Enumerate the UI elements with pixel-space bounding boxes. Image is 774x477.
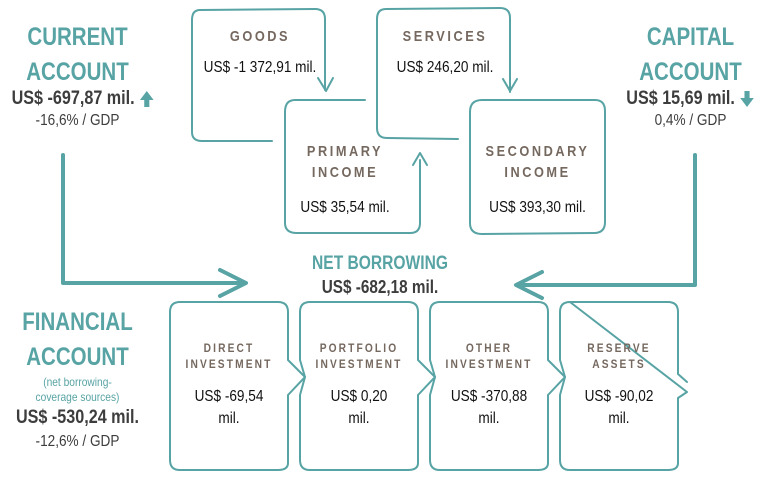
services-value: US$ 246,20 mil. — [396, 59, 494, 76]
portfolio-investment-value-line2: mil. — [348, 410, 370, 427]
services-box — [385, 7, 511, 93]
portfolio-investment-box — [299, 301, 436, 471]
current-account-value-row: US$ -697,87 mil. — [11, 88, 154, 110]
secondary-income-label-line2: INCOME — [504, 164, 571, 181]
services-arrow-head — [502, 78, 518, 92]
financial-account-gdp: -12,6% / GDP — [35, 433, 120, 450]
net-borrowing-block: NET BORROWING US$ -682,18 mil. — [290, 252, 470, 298]
secondary-income-value: US$ 393,30 mil. — [489, 199, 586, 216]
current-account-flow-arrow — [61, 153, 246, 285]
capital-account-block: CAPITAL ACCOUNT US$ 15,69 mil. 0,4% / GD… — [613, 20, 768, 130]
direct-investment-label-line1: DIRECT — [203, 341, 255, 355]
reserve-assets-label-line2: ASSETS — [592, 357, 646, 371]
current-account-title-line1: CURRENT — [27, 23, 128, 51]
portfolio-investment-value-line1: US$ 0,20 — [330, 388, 388, 405]
goods-card: GOODS US$ -1 372,91 mil. — [185, 26, 335, 77]
financial-account-subtitle-line2: coverage sources) — [35, 390, 120, 404]
reserve-assets-card: RESERVE ASSETS US$ -90,02 mil. — [560, 340, 678, 430]
direct-investment-value-line2: mil. — [218, 410, 240, 427]
primary-arrow-head — [412, 152, 428, 166]
goods-box — [191, 9, 273, 142]
financial-account-block: FINANCIAL ACCOUNT (net borrowing- covera… — [0, 305, 155, 451]
goods-box-right — [199, 8, 326, 91]
secondary-income-box — [469, 99, 606, 235]
capital-account-title-line1: CAPITAL — [646, 23, 735, 51]
direct-investment-label-line2: INVESTMENT — [185, 357, 273, 371]
capital-account-flow-arrow — [516, 153, 697, 287]
current-account-gdp: -16,6% / GDP — [35, 112, 120, 129]
current-account-value: US$ -697,87 mil. — [11, 88, 135, 109]
primary-income-value: US$ 35,54 mil. — [300, 199, 390, 216]
reserve-assets-value-line1: US$ -90,02 — [584, 388, 654, 405]
financial-account-subtitle-line1: (net borrowing- — [43, 375, 112, 389]
primary-income-card: PRIMARY INCOME US$ 35,54 mil. — [285, 141, 405, 217]
primary-income-label-line1: PRIMARY — [306, 143, 384, 160]
goods-value: US$ -1 372,91 mil. — [203, 59, 317, 76]
capital-account-gdp: 0,4% / GDP — [654, 112, 727, 129]
other-investment-box — [429, 301, 566, 471]
capital-account-title-line2: ACCOUNT — [639, 58, 742, 86]
services-box-left — [376, 8, 459, 140]
financial-account-title-line1: FINANCIAL — [22, 308, 133, 336]
current-account-arrow-head — [218, 268, 248, 298]
goods-label: GOODS — [229, 28, 291, 45]
financial-account-value: US$ -530,24 mil. — [15, 407, 139, 428]
primary-income-box — [284, 99, 421, 234]
services-label: SERVICES — [402, 28, 488, 45]
net-borrowing-value: US$ -682,18 mil. — [321, 277, 439, 297]
secondary-income-card: SECONDARY INCOME US$ 393,30 mil. — [470, 141, 605, 217]
direct-investment-card: DIRECT INVESTMENT US$ -69,54 mil. — [170, 340, 288, 430]
net-borrowing-label: NET BORROWING — [312, 253, 448, 274]
reserve-assets-label-line1: RESERVE — [587, 341, 651, 355]
arrow-up-icon — [139, 90, 154, 107]
direct-investment-value-line1: US$ -69,54 — [194, 388, 264, 405]
portfolio-investment-label-line1: PORTFOLIO — [319, 341, 399, 355]
arrow-down-icon — [740, 90, 754, 107]
current-account-block: CURRENT ACCOUNT US$ -697,87 mil. -16,6% … — [0, 20, 155, 130]
other-investment-card: OTHER INVESTMENT US$ -370,88 mil. — [430, 340, 548, 430]
reserve-assets-box — [559, 301, 688, 471]
reserve-assets-value-line2: mil. — [608, 410, 630, 427]
financial-account-title-line2: ACCOUNT — [26, 343, 129, 371]
secondary-income-label-line1: SECONDARY — [485, 143, 590, 160]
capital-account-value-row: US$ 15,69 mil. — [625, 88, 757, 110]
other-investment-value-line1: US$ -370,88 — [450, 388, 528, 405]
portfolio-investment-card: PORTFOLIO INVESTMENT US$ 0,20 mil. — [300, 340, 418, 430]
other-investment-value-line2: mil. — [478, 410, 500, 427]
portfolio-investment-label-line2: INVESTMENT — [315, 357, 403, 371]
capital-account-value: US$ 15,69 mil. — [626, 88, 735, 109]
other-investment-label-line1: OTHER — [465, 341, 513, 355]
direct-investment-box — [169, 301, 306, 471]
services-card: SERVICES US$ 246,20 mil. — [370, 26, 520, 77]
capital-account-arrow-head — [514, 270, 544, 300]
primary-income-label-line2: INCOME — [311, 164, 379, 181]
current-account-title-line2: ACCOUNT — [26, 58, 129, 86]
other-investment-label-line2: INVESTMENT — [445, 357, 533, 371]
goods-arrow-head — [317, 77, 334, 92]
